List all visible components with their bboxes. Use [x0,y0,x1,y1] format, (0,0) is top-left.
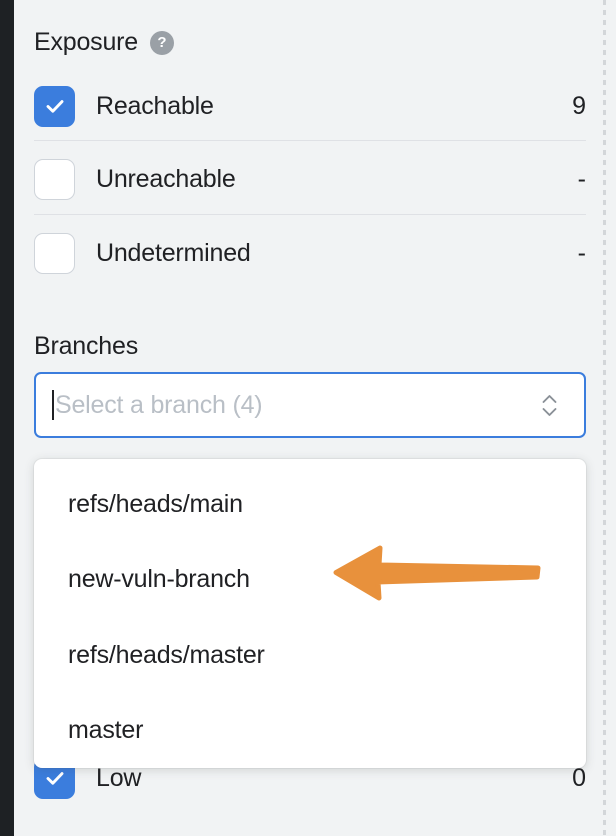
facet-label-reachable: Reachable [96,91,214,120]
question-mark-icon[interactable]: ? [150,30,175,55]
facet-value-undetermined: - [577,238,586,267]
facet-value-reachable: 9 [572,91,586,120]
facet-row-reachable[interactable]: Reachable 9 [34,84,586,128]
facet-value-unreachable: - [577,164,586,193]
checkbox-unreachable[interactable] [34,158,75,200]
filters-panel: Exposure ? Reachable 9 Unreachable - Und… [14,0,603,836]
branch-select-input[interactable]: Select a branch (4) [34,372,586,438]
right-guide-line [603,0,606,836]
facet-label-undetermined: Undetermined [96,238,251,267]
dropdown-option-refs-heads-master[interactable]: refs/heads/master [68,640,265,669]
branches-section-label: Branches [34,332,139,360]
checkbox-undetermined[interactable] [34,232,75,274]
facet-label-unreachable: Unreachable [96,164,236,193]
branch-select-placeholder: Select a branch (4) [55,390,263,419]
text-caret [52,390,54,420]
facet-row-unreachable[interactable]: Unreachable - [34,157,586,201]
divider [34,140,586,141]
checkbox-reachable[interactable] [34,85,75,127]
divider [34,214,586,215]
facet-label-low: Low [96,763,142,792]
dropdown-option-new-vuln-branch[interactable]: new-vuln-branch [68,564,250,593]
facet-value-low: 0 [572,763,586,792]
left-navigation-rail [0,0,14,836]
exposure-section-header: Exposure ? [34,28,175,57]
chevron-up-down-icon[interactable] [541,394,558,417]
dropdown-option-refs-heads-main[interactable]: refs/heads/main [68,489,243,518]
branch-dropdown-list[interactable]: refs/heads/main new-vuln-branch refs/hea… [34,459,586,768]
facet-row-undetermined[interactable]: Undetermined - [34,231,586,275]
page-title: Exposure [34,28,139,56]
dropdown-option-master[interactable]: master [68,715,144,744]
